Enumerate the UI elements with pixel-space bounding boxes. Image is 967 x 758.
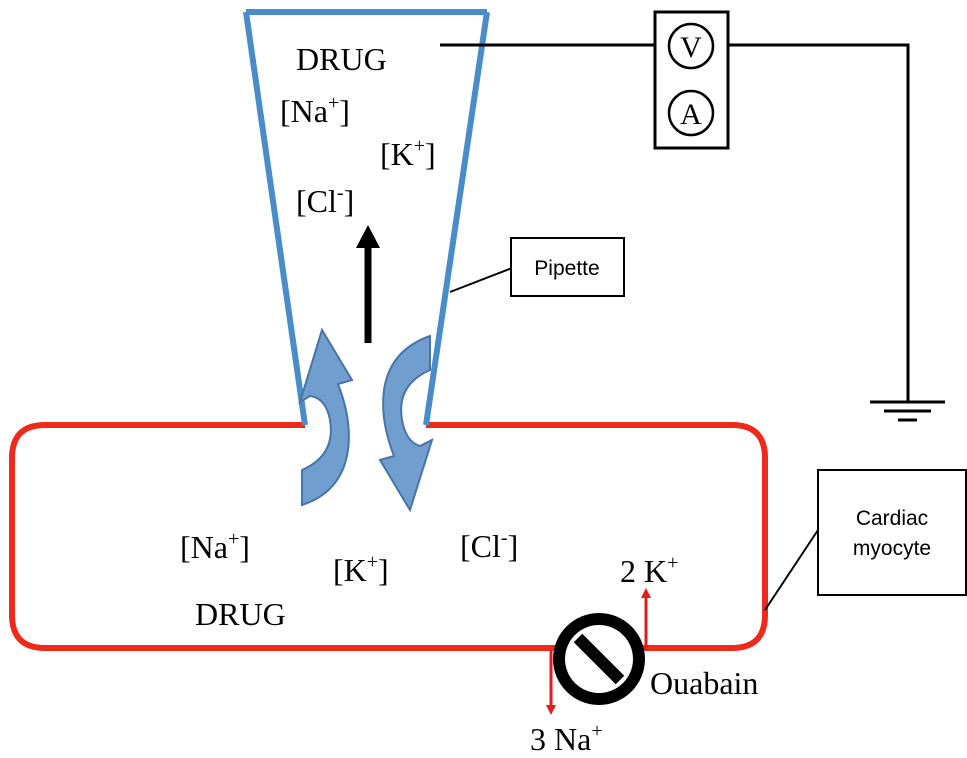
ouabain-label: Ouabain	[650, 665, 758, 701]
pipette-k-label: [K+]	[380, 135, 436, 172]
cell-drug-label: DRUG	[195, 596, 286, 632]
cell-k-label: [K+]	[333, 551, 389, 588]
upward-flow-arrow	[356, 225, 380, 343]
curved-arrow-right-icon	[378, 334, 434, 513]
pipette-drug-label: DRUG	[296, 41, 387, 77]
pipette-callout-line	[449, 267, 513, 293]
pipette-wall-left	[243, 11, 308, 426]
cell-membrane	[9, 422, 768, 651]
myocyte-callout-box	[817, 469, 967, 596]
voltmeter-label: V	[680, 31, 702, 64]
na-efflux-label: 3 Na+	[530, 720, 603, 757]
cell-cl-label: [Cl-]	[460, 527, 518, 564]
ammeter-icon	[667, 89, 715, 137]
ground-wire	[728, 43, 910, 402]
myocyte-callout-line2: myocyte	[853, 537, 931, 560]
cell-na-label: [Na+]	[180, 528, 250, 565]
voltmeter-icon	[667, 22, 715, 70]
pipette-cl-label: [Cl-]	[296, 182, 354, 219]
pipette-callout-box	[510, 237, 625, 297]
k-efflux-label: 2 K+	[620, 552, 678, 589]
inhibition-icon	[553, 613, 645, 705]
myocyte-callout-line	[764, 529, 819, 611]
ground-icon	[870, 400, 945, 422]
pipette-na-label: [Na+]	[280, 92, 350, 129]
ammeter-label: A	[680, 98, 702, 131]
pipette-callout-label: Pipette	[534, 257, 599, 280]
myocyte-callout-line1: Cardiac	[856, 507, 928, 530]
curved-arrow-left-icon	[298, 327, 354, 507]
pipette-wall-right	[423, 11, 490, 426]
